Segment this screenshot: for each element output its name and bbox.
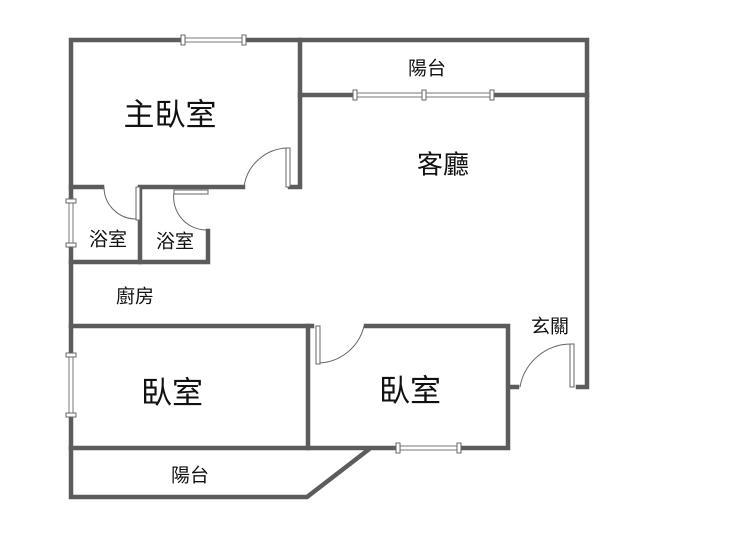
room-label-balcony-bottom: 陽台 — [170, 464, 210, 487]
room-label-living-room: 客廳 — [416, 150, 470, 181]
room-label-bedroom-right: 臥室 — [379, 373, 441, 410]
room-label-kitchen: 廚房 — [115, 285, 155, 308]
windows — [65, 34, 495, 454]
room-label-master-bedroom: 主臥室 — [123, 97, 217, 134]
doors — [103, 147, 575, 388]
room-label-bedroom-left: 臥室 — [141, 375, 203, 412]
room-label-entrance: 玄關 — [530, 315, 570, 338]
room-label-bathroom-2: 浴室 — [155, 230, 195, 253]
room-label-balcony-top: 陽台 — [407, 57, 447, 80]
room-label-bathroom-1: 浴室 — [88, 228, 128, 251]
